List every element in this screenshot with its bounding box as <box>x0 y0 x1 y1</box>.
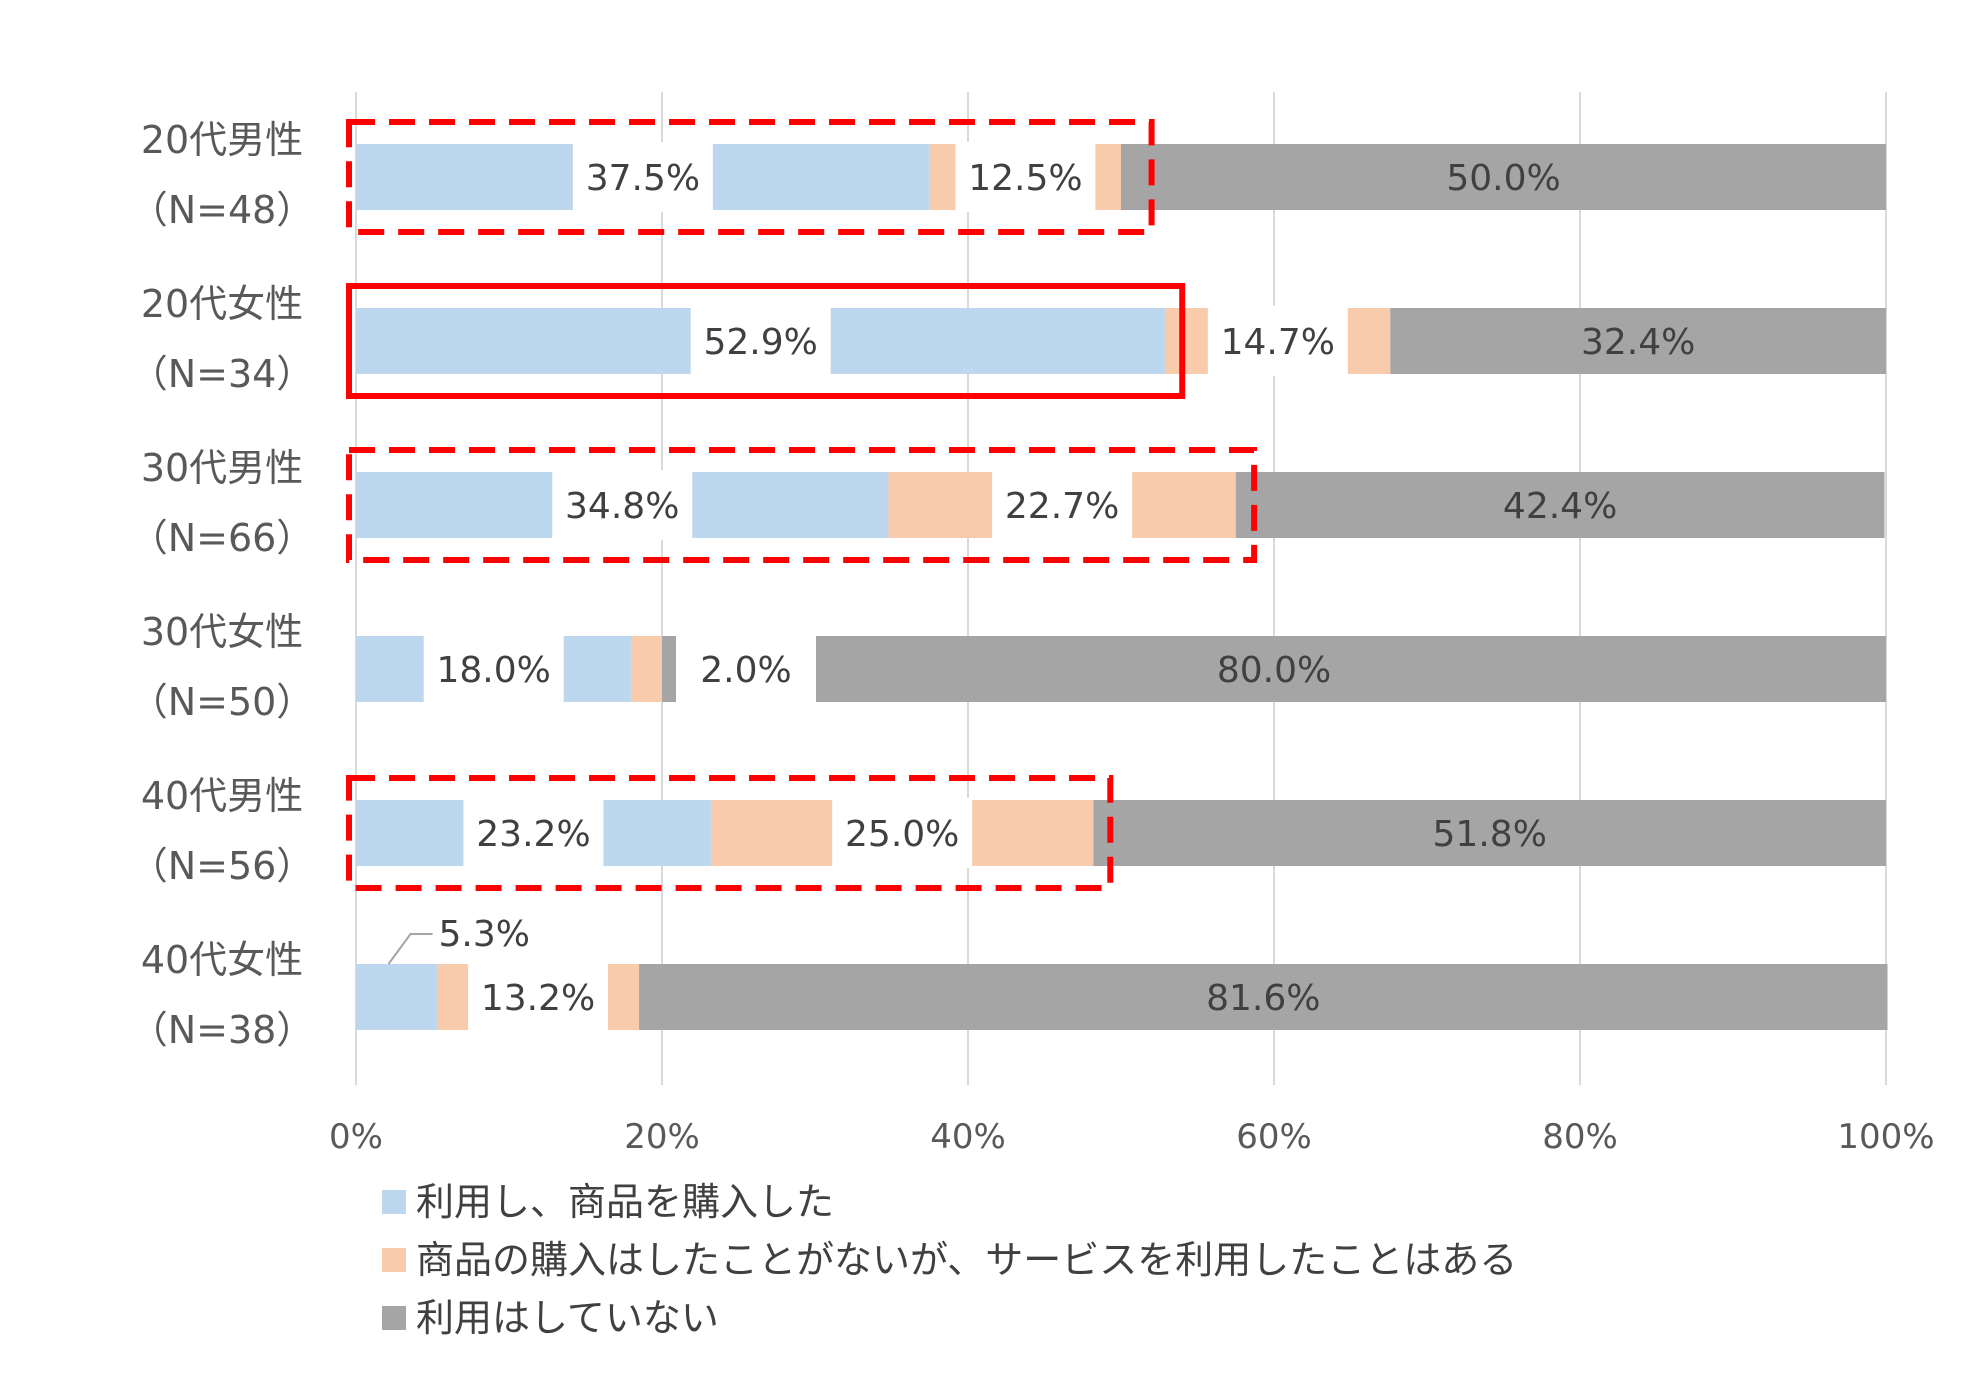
data-labels: 37.5% 12.5% 50.0% 52.9% 14.7% 32.4% 34.8% 22.7%… <box>387 142 1695 1032</box>
highlight-box <box>346 775 1114 891</box>
legend-swatch <box>382 1248 406 1272</box>
bar-segment <box>356 964 438 1030</box>
highlight-box <box>346 283 1186 399</box>
legend: 利用し、商品を購入した商品の購入はしたことがないが、サービスを利用したことはある… <box>382 1180 1517 1340</box>
category-sample-size: （N=48） <box>130 188 315 232</box>
category-sample-size: （N=50） <box>130 680 315 724</box>
data-label: 51.8% <box>1433 814 1547 855</box>
category-sample-size: （N=34） <box>130 352 315 396</box>
legend-label: 商品の購入はしたことがないが、サービスを利用したことはある <box>416 1238 1517 1282</box>
x-tick-label: 40% <box>930 1117 1006 1157</box>
data-label: 13.2% <box>481 978 595 1019</box>
category-label: 20代女性 <box>141 282 303 326</box>
bar-segment <box>1093 800 1886 866</box>
bar-segment <box>631 636 662 702</box>
category-label: 30代男性 <box>141 446 303 490</box>
data-label: 52.9% <box>703 322 817 363</box>
x-tick-label: 60% <box>1236 1117 1312 1157</box>
bar-segment <box>1121 144 1886 210</box>
x-tick-label: 20% <box>624 1117 700 1157</box>
data-label-background <box>463 798 604 868</box>
data-label: 22.7% <box>1005 486 1119 527</box>
data-label: 34.8% <box>565 486 679 527</box>
data-label-background <box>1207 306 1348 376</box>
x-tick-label: 0% <box>329 1117 383 1157</box>
data-label: 37.5% <box>586 158 700 199</box>
data-label: 23.2% <box>476 814 590 855</box>
highlight-box <box>346 119 1155 235</box>
leader-line <box>387 933 433 965</box>
data-label: 25.0% <box>845 814 959 855</box>
data-label: 81.6% <box>1206 978 1320 1019</box>
bar-segment <box>1390 308 1886 374</box>
data-label: 2.0% <box>700 650 791 691</box>
legend-label: 利用し、商品を購入した <box>416 1180 834 1224</box>
x-tick-label: 100% <box>1837 1117 1934 1157</box>
category-label: 40代女性 <box>141 938 303 982</box>
category-sample-size: （N=56） <box>130 844 315 888</box>
category-sample-size: （N=66） <box>130 516 315 560</box>
legend-swatch <box>382 1190 406 1214</box>
category-labels: 20代男性 （N=48） 20代女性 （N=34） 30代男性 （N=66） 30代女性 （N… <box>130 118 315 1052</box>
highlight-boxes <box>346 119 1258 891</box>
data-label: 32.4% <box>1581 322 1695 363</box>
data-label: 18.0% <box>437 650 551 691</box>
x-tick-label: 80% <box>1542 1117 1618 1157</box>
data-label: 12.5% <box>968 158 1082 199</box>
data-label-background <box>690 306 831 376</box>
gridlines <box>355 92 1887 1085</box>
data-label-background <box>552 470 693 540</box>
legend-swatch <box>382 1306 406 1330</box>
data-label-background <box>832 798 973 868</box>
category-label: 20代男性 <box>141 118 303 162</box>
x-axis-ticks: 0% 20% 40% 60% 80% 100% <box>329 1117 1935 1157</box>
data-label: 14.7% <box>1221 322 1335 363</box>
bars <box>356 144 1888 1030</box>
data-label-background <box>955 142 1096 212</box>
category-sample-size: （N=38） <box>130 1008 315 1052</box>
bar-segment <box>639 964 1888 1030</box>
data-label-background <box>572 142 713 212</box>
highlight-box <box>346 447 1258 563</box>
data-label-background <box>468 962 609 1032</box>
data-label-background <box>423 634 564 704</box>
data-label: 5.3% <box>439 914 530 955</box>
legend-label: 利用はしていない <box>416 1296 719 1340</box>
category-label: 30代女性 <box>141 610 303 654</box>
data-label: 50.0% <box>1446 158 1560 199</box>
category-label: 40代男性 <box>141 774 303 818</box>
data-label: 42.4% <box>1503 486 1617 527</box>
data-label: 80.0% <box>1217 650 1331 691</box>
bar-segment <box>662 636 1886 702</box>
data-label-background <box>676 634 816 704</box>
data-label-background <box>992 470 1133 540</box>
bar-segment <box>1235 472 1885 538</box>
